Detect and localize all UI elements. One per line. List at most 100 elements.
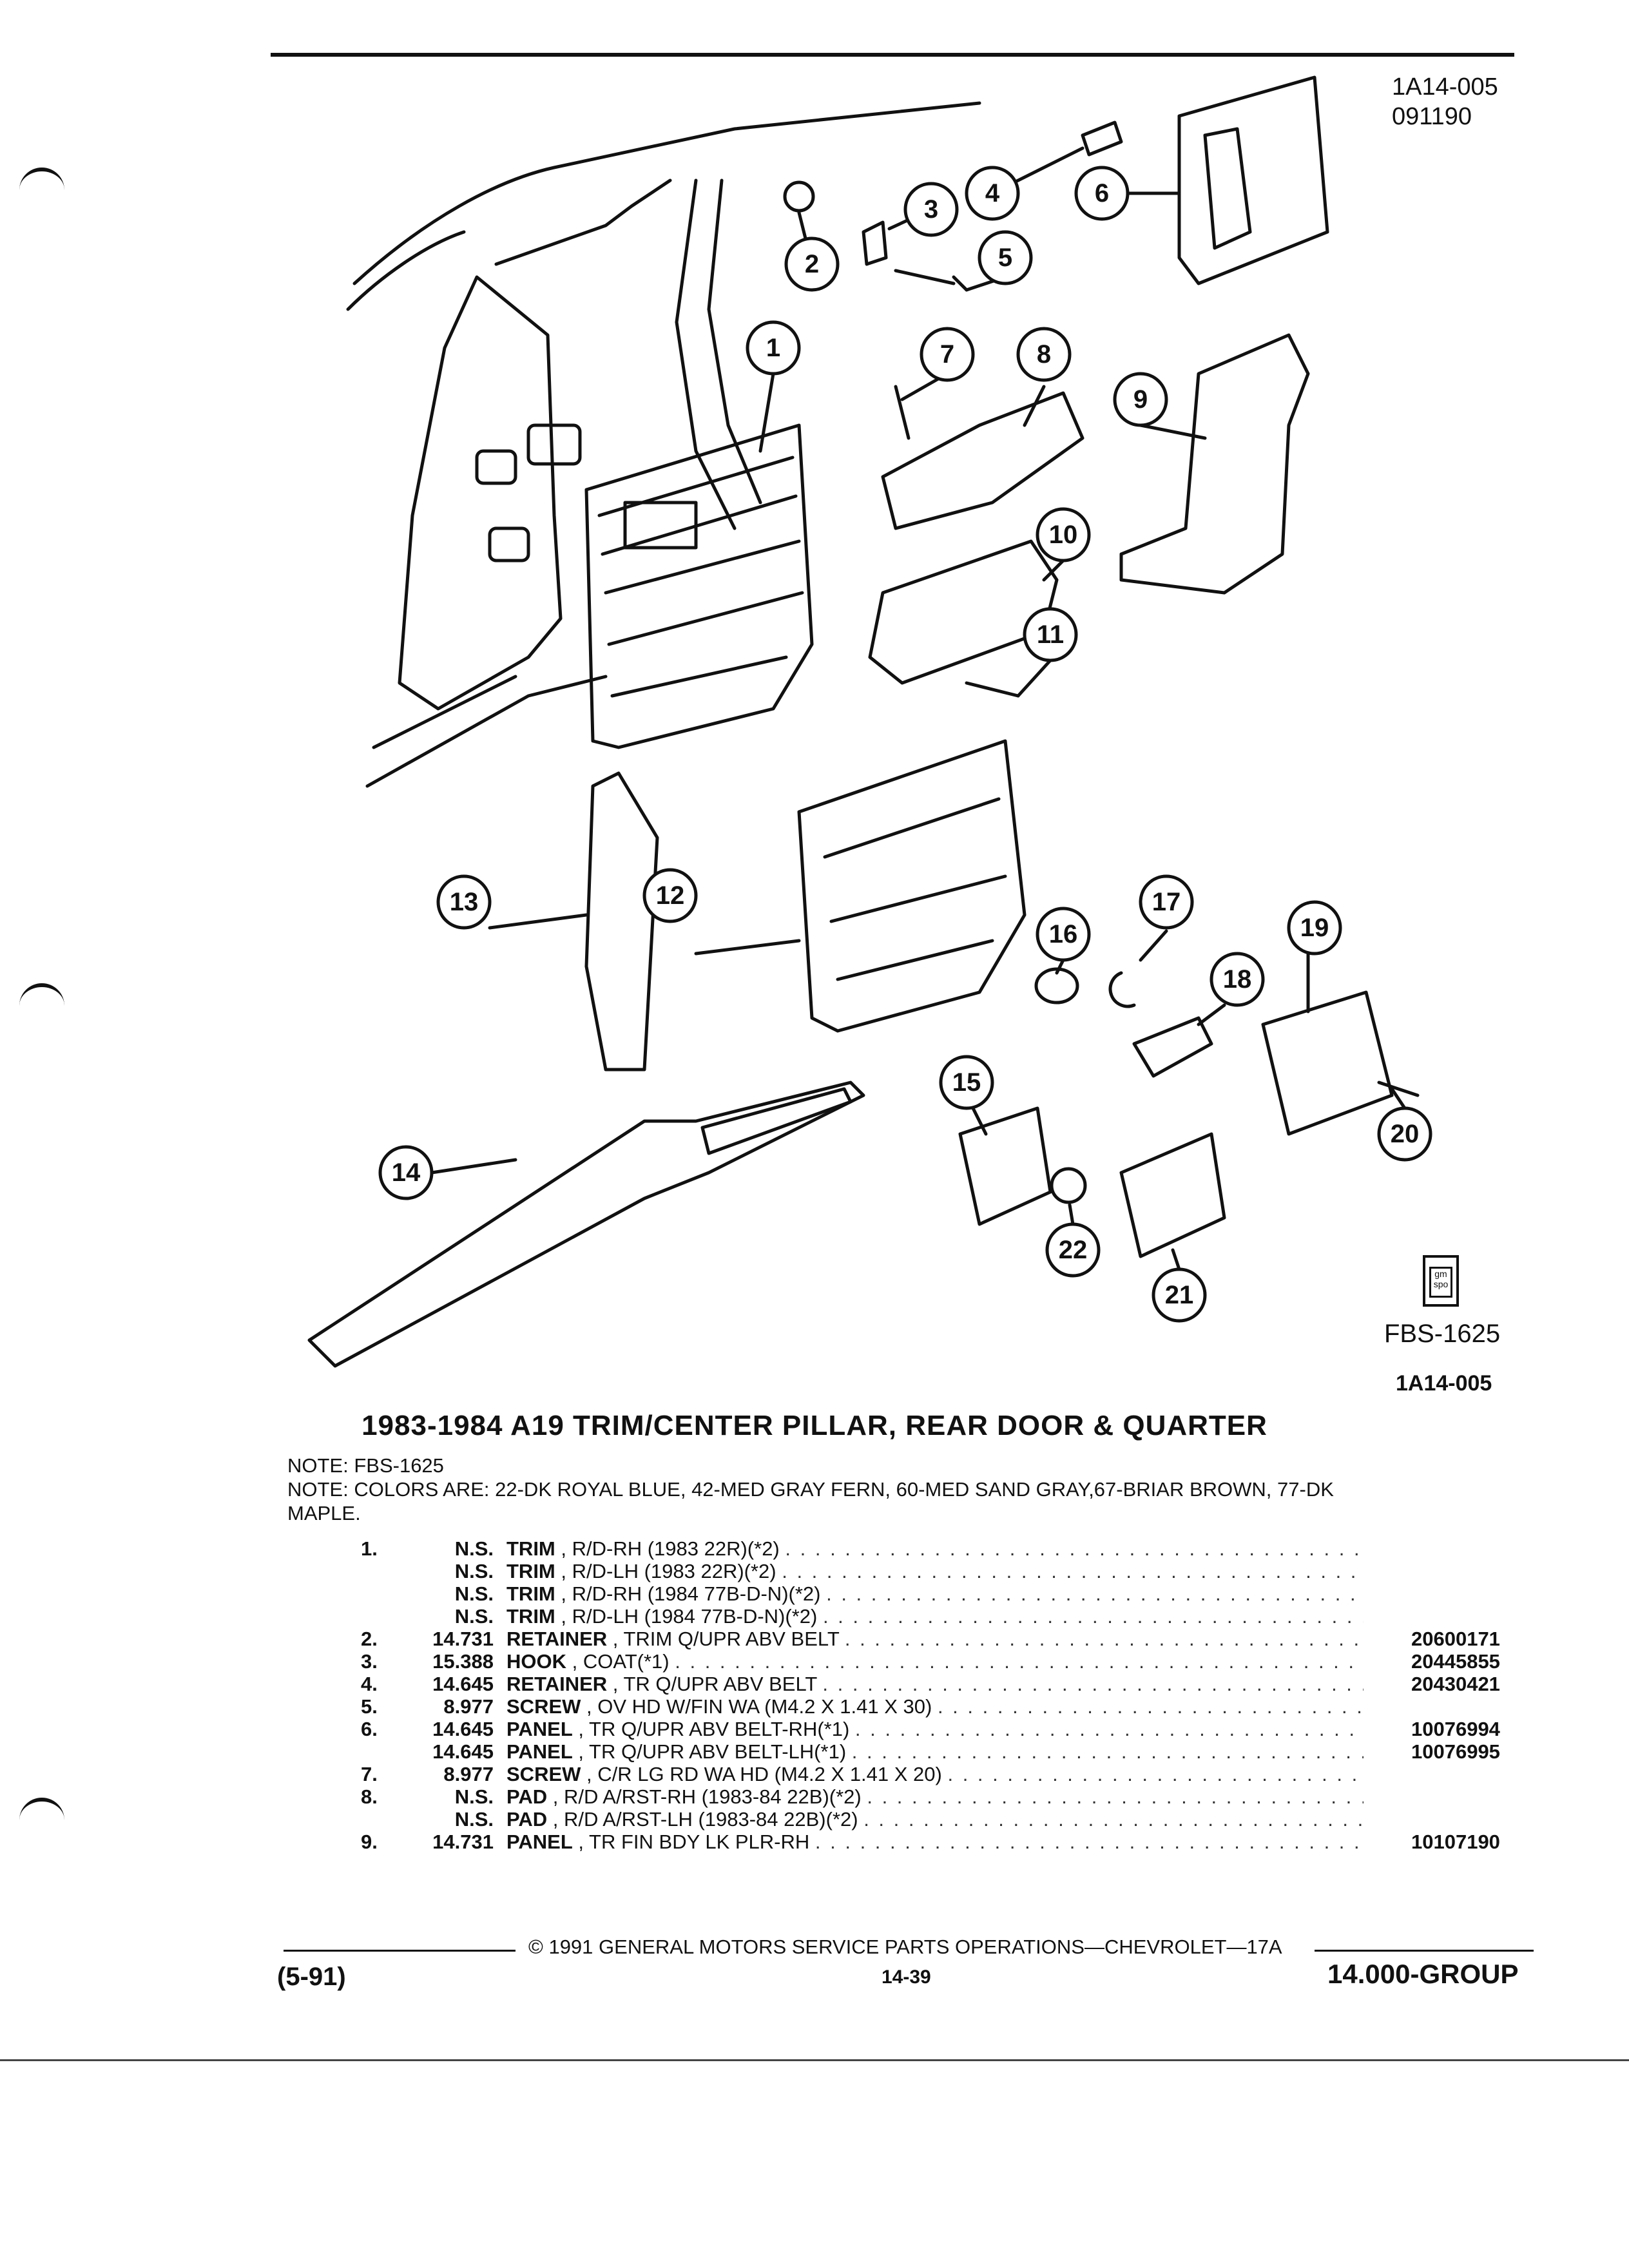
door-trim-panel-12-inner: [823, 797, 1007, 981]
callout-circle: [1377, 1106, 1432, 1162]
part-name: TRIM: [506, 1560, 555, 1582]
part-detail: , TR FIN BDY LK PLR-RH: [578, 1831, 810, 1853]
part-detail: , R/D-RH (1984 77B-D-N)(*2): [561, 1582, 821, 1605]
parts-row: 8.N.S.PAD , R/D A/RST-RH (1983-84 22B)(*…: [361, 1785, 1534, 1808]
item-number: 9.: [361, 1831, 378, 1853]
callout-label: 13: [450, 888, 479, 916]
group-code: 14.645: [432, 1718, 494, 1740]
note-line: NOTE: COLORS ARE: 22-DK ROYAL BLUE, 42-M…: [287, 1478, 1334, 1501]
rear-door-trim-1-inner: [597, 456, 804, 698]
callout-circle: [1152, 1267, 1207, 1323]
part-number: 10076995: [1411, 1740, 1500, 1763]
group-number: 14.000-GROUP: [1327, 1959, 1519, 1989]
callout-circle: [1074, 166, 1130, 221]
gm-spo-icon: gm spo: [1423, 1255, 1459, 1307]
leader-dots: . . . . . . . . . . . . . . . . . . . . …: [785, 1537, 1364, 1560]
part-detail: , R/D A/RST-RH (1983-84 22B)(*2): [552, 1785, 862, 1808]
part-detail: , OV HD W/FIN WA (M4.2 X 1.41 X 30): [586, 1695, 932, 1718]
armrest-pad-8: [881, 391, 1084, 530]
note-line: MAPLE.: [287, 1502, 361, 1524]
leader-dots: . . . . . . . . . . . . . . . . . . . . …: [854, 1718, 1364, 1740]
part-detail: , TR Q/UPR ABV BELT-LH(*1): [578, 1740, 847, 1763]
parts-row: 9. 14.731 PANEL , TR FIN BDY LK PLR-RH . .…: [361, 1831, 1534, 1853]
leader-dots: . . . . . . . . . . . . . . . . . . . . …: [826, 1582, 1364, 1605]
callout-circle: [978, 230, 1033, 285]
part-name: PAD: [506, 1808, 548, 1831]
callout-label: 20: [1391, 1120, 1420, 1148]
center-pillar-trim-13: [584, 771, 659, 1072]
exploded-parts-diagram: 1 2 3 4 5 6 7 8 9 10 11 12 13 14 15 16 1…: [307, 75, 1432, 1368]
part-number: 20430421: [1411, 1673, 1500, 1695]
group-code: N.S.: [454, 1605, 494, 1628]
part-description: TRIM , R/D-LH (1984 77B-D-N)(*2) . . . .…: [506, 1605, 1364, 1628]
group-code: 8.977: [443, 1695, 494, 1718]
group-code: 14.731: [432, 1831, 494, 1853]
part-name: RETAINER: [506, 1628, 608, 1650]
item-number: 3.: [361, 1650, 378, 1673]
group-code: N.S.: [454, 1785, 494, 1808]
part-name: PANEL: [506, 1831, 573, 1853]
part-name: SCREW: [506, 1695, 581, 1718]
clip-17: [1108, 971, 1136, 1008]
part-number: 10076994: [1411, 1718, 1500, 1740]
screw-7: [894, 385, 911, 440]
part-detail: , R/D-LH (1984 77B-D-N)(*2): [561, 1605, 818, 1628]
margin-mark: [19, 983, 64, 1010]
revision-date: (5-91): [277, 1963, 346, 1991]
top-rule: [271, 53, 1514, 57]
rocker-line: [372, 675, 517, 749]
margin-mark: [19, 168, 64, 195]
part-description: SCREW , C/R LG RD WA HD (M4.2 X 1.41 X 2…: [506, 1763, 1364, 1785]
coat-hook-3: [862, 220, 888, 266]
part-detail: , TRIM Q/UPR ABV BELT: [612, 1628, 840, 1650]
door-trim-panel-12: [797, 739, 1027, 1033]
quarter-panel-6-window: [1203, 127, 1252, 250]
part-detail: , R/D A/RST-LH (1983-84 22B)(*2): [552, 1808, 858, 1831]
fbs-code: FBS-1625: [1384, 1320, 1501, 1348]
screw-5: [894, 269, 969, 292]
callout-label: 4: [985, 179, 1000, 207]
parts-list: 1.N.S.TRIM , R/D-RH (1983 22R)(*2) . . .…: [361, 1537, 1534, 1853]
leader-dots: . . . . . . . . . . . . . . . . . . . . …: [822, 1605, 1364, 1628]
body-cutout: [475, 449, 517, 485]
leader-dots: . . . . . . . . . . . . . . . . . . . . …: [867, 1785, 1364, 1808]
part-name: TRIM: [506, 1582, 555, 1605]
part-description: RETAINER , TRIM Q/UPR ABV BELT . . . . .…: [506, 1628, 1364, 1650]
callout-label: 7: [940, 340, 954, 369]
callout-label: 22: [1059, 1236, 1088, 1264]
callout-label: 14: [392, 1158, 421, 1187]
leader-dots: . . . . . . . . . . . . . . . . . . . . …: [815, 1831, 1364, 1853]
group-code: 8.977: [443, 1763, 494, 1785]
part-description: PANEL , TR FIN BDY LK PLR-RH . . . . . .…: [506, 1831, 1364, 1853]
part-name: PAD: [506, 1785, 548, 1808]
leader-dots: . . . . . . . . . . . . . . . . . . . . …: [844, 1628, 1364, 1650]
retainer-4: [1081, 120, 1123, 157]
group-code: N.S.: [454, 1537, 494, 1560]
group-code: 14.645: [432, 1740, 494, 1763]
callout-label: 21: [1165, 1281, 1194, 1309]
group-code: N.S.: [454, 1808, 494, 1831]
parts-row: N.S. PAD , R/D A/RST-LH (1983-84 22B)(*2)…: [361, 1808, 1534, 1831]
callout-circle: [1045, 1222, 1101, 1278]
parts-row: N.S. TRIM , R/D-LH (1984 77B-D-N)(*2) . .…: [361, 1605, 1534, 1628]
part-description: TRIM , R/D-RH (1984 77B-D-N)(*2) . . . .…: [506, 1582, 1364, 1605]
part-name: PANEL: [506, 1718, 573, 1740]
notes: NOTE: FBS-1625 NOTE: COLORS ARE: 22-DK R…: [287, 1454, 1512, 1525]
screw-20: [1377, 1081, 1420, 1097]
door-opening: [398, 275, 563, 711]
bezel-19: [1261, 990, 1394, 1136]
part-name: TRIM: [506, 1605, 555, 1628]
page-title: 1983-1984 A19 TRIM/CENTER PILLAR, REAR D…: [361, 1410, 1268, 1441]
leader-dots: . . . . . . . . . . . . . . . . . . . . …: [822, 1673, 1364, 1695]
door-pull-cup: [623, 501, 698, 550]
leader-dots: . . . . . . . . . . . . . . . . . . . . …: [937, 1695, 1364, 1718]
callout-circle: [1036, 507, 1091, 562]
callout-circle: [1036, 907, 1091, 962]
callout-group: [378, 166, 1432, 1323]
item-number: 4.: [361, 1673, 378, 1695]
part-number: 20600171: [1411, 1628, 1500, 1650]
callout-label: 10: [1049, 521, 1078, 549]
callout-circle: [378, 1145, 434, 1200]
